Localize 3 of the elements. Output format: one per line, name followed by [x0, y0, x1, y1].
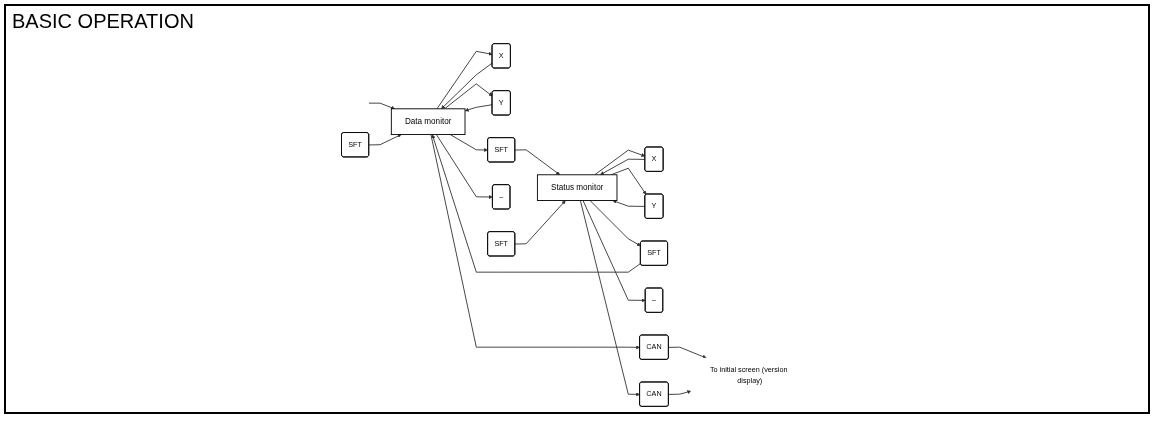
- node-box: Data monitor: [390, 108, 466, 135]
- node-box: Status monitor: [536, 174, 618, 201]
- diagram-title: BASIC OPERATION: [12, 10, 194, 33]
